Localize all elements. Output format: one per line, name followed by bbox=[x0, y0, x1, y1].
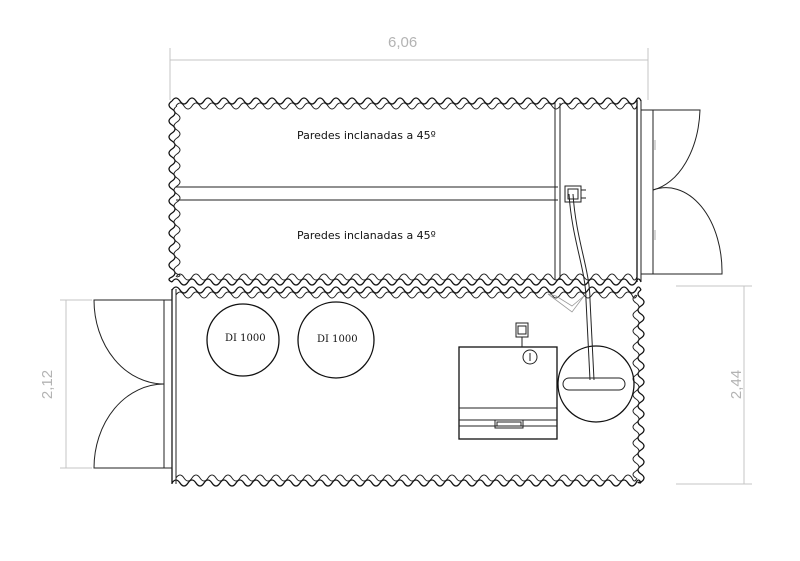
pump-unit bbox=[458, 193, 635, 440]
upper-container-bottom-wall-inner bbox=[175, 273, 638, 281]
lower-container-bottom-wall bbox=[171, 479, 642, 487]
reel-icon bbox=[557, 345, 635, 423]
dimension-left-label: 2,12 bbox=[39, 369, 57, 400]
dimension-lines bbox=[60, 48, 752, 485]
upper-container bbox=[168, 97, 642, 286]
upper-container-top-wall-inner bbox=[175, 102, 638, 110]
lower-container-top-wall bbox=[171, 286, 642, 294]
gauge-icon bbox=[522, 349, 538, 365]
upper-door bbox=[640, 109, 723, 275]
lower-container-right-wall-inner bbox=[632, 294, 640, 479]
upper-container-bottom-wall bbox=[171, 278, 642, 286]
lower-wall-label: Paredes inclanadas a 45º bbox=[297, 229, 436, 242]
tanks bbox=[206, 301, 375, 379]
upper-container-top-wall bbox=[171, 97, 642, 105]
lower-container-top-wall-inner bbox=[175, 291, 638, 299]
dimension-top-label: 6,06 bbox=[388, 34, 418, 51]
tank-1-label: DI 1000 bbox=[225, 333, 266, 344]
lower-container-bottom-wall-inner bbox=[175, 474, 638, 482]
dimension-right-label: 2,44 bbox=[728, 369, 746, 400]
lower-door bbox=[93, 299, 173, 469]
upper-wall-label: Paredes inclanadas a 45º bbox=[297, 129, 436, 142]
tank-2-label: DI 1000 bbox=[317, 334, 358, 345]
tank-2 bbox=[297, 301, 375, 379]
lower-container bbox=[171, 286, 645, 487]
upper-container-left-wall-inner bbox=[173, 105, 181, 278]
tank-1 bbox=[206, 303, 280, 377]
